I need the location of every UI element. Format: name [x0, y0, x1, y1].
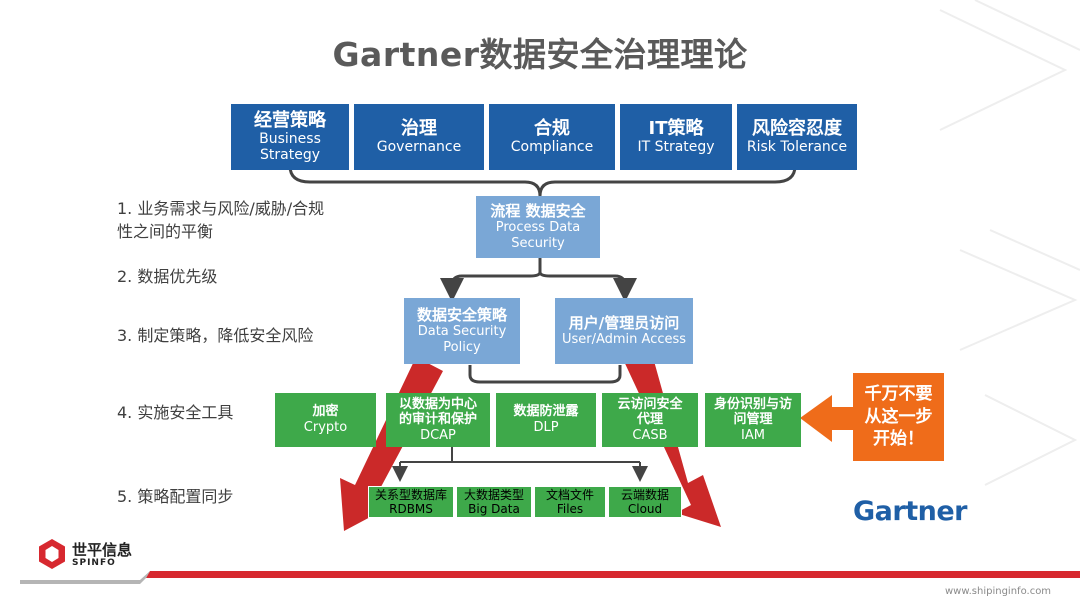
- tool-zh: 加密: [312, 404, 339, 420]
- access-zh: 用户/管理员访问: [568, 314, 680, 333]
- step-5: 5. 策略配置同步: [117, 487, 234, 506]
- step-4: 4. 实施安全工具: [117, 403, 234, 422]
- driver-zh: 合规: [534, 117, 570, 139]
- driver-en: Risk Tolerance: [746, 139, 848, 156]
- tool-en: IAM: [741, 427, 765, 443]
- driver-compliance: 合规 Compliance: [489, 104, 615, 170]
- store-zh: 云端数据: [620, 487, 669, 502]
- company-url: www.shipinginfo.com: [945, 586, 1052, 597]
- driver-risk-tolerance: 风险容忍度 Risk Tolerance: [737, 104, 857, 170]
- tool-iam: 身份识别与访问管理 IAM: [705, 393, 801, 447]
- tool-en: DCAP: [420, 427, 456, 443]
- driver-zh: 治理: [401, 117, 437, 139]
- policy-zh: 数据安全策略: [416, 306, 507, 325]
- store-cloud: 云端数据 Cloud: [608, 486, 682, 518]
- page-title: Gartner数据安全治理理论: [332, 35, 748, 74]
- tool-en: DLP: [533, 420, 559, 435]
- warning-text: 千万不要从这一步开始！: [864, 383, 933, 450]
- tool-dcap: 以数据为中心的审计和保护 DCAP: [386, 393, 490, 447]
- driver-en: IT Strategy: [637, 139, 715, 156]
- access-en: User/Admin Access: [561, 332, 687, 348]
- gartner-logo: Gartner: [853, 496, 967, 527]
- driver-it-strategy: IT策略 IT Strategy: [620, 104, 732, 170]
- company-name: 世平信息: [72, 541, 133, 559]
- driver-zh: 风险容忍度: [752, 117, 842, 139]
- process-data-security-box: 流程 数据安全 Process Data Security: [476, 196, 600, 258]
- user-admin-access-box: 用户/管理员访问 User/Admin Access: [555, 298, 693, 364]
- company-en: SPINFO: [72, 558, 116, 568]
- store-zh: 文档文件: [545, 487, 594, 502]
- tool-en: CASB: [632, 427, 668, 443]
- store-en: Files: [556, 502, 584, 516]
- driver-business-strategy: 经营策略 Business Strategy: [231, 104, 349, 170]
- tool-zh: 云访问安全代理: [617, 396, 683, 428]
- tool-zh: 身份识别与访问管理: [713, 396, 792, 428]
- tool-casb: 云访问安全代理 CASB: [602, 393, 698, 447]
- step-2: 2. 数据优先级: [117, 267, 218, 286]
- store-zh: 关系型数据库: [374, 487, 447, 502]
- store-en: RDBMS: [389, 502, 433, 516]
- spinfo-logo-icon: [39, 539, 65, 569]
- store-en: Big Data: [468, 502, 520, 516]
- policy-en: Data Security Policy: [417, 324, 507, 355]
- store-zh: 大数据类型: [463, 487, 524, 502]
- store-rdbms: 关系型数据库 RDBMS: [368, 486, 454, 518]
- store-files: 文档文件 Files: [534, 486, 606, 518]
- tool-zh: 数据防泄露: [513, 404, 579, 420]
- tool-zh: 以数据为中心的审计和保护: [398, 396, 477, 428]
- tool-crypto: 加密 Crypto: [275, 393, 376, 447]
- tool-dlp: 数据防泄露 DLP: [496, 393, 596, 447]
- driver-en: Business Strategy: [259, 131, 321, 164]
- step-1: 1. 业务需求与风险/威胁/合规性之间的平衡: [117, 199, 325, 242]
- process-zh: 流程 数据安全: [490, 202, 586, 221]
- driver-en: Governance: [376, 139, 462, 156]
- store-en: Cloud: [627, 502, 663, 516]
- driver-en: Compliance: [510, 139, 594, 156]
- data-security-policy-box: 数据安全策略 Data Security Policy: [404, 298, 520, 364]
- driver-governance: 治理 Governance: [354, 104, 484, 170]
- driver-zh: 经营策略: [254, 109, 326, 131]
- step-3: 3. 制定策略，降低安全风险: [117, 326, 314, 345]
- warning-arrow: [800, 395, 856, 442]
- tool-en: Crypto: [303, 420, 348, 435]
- store-big-data: 大数据类型 Big Data: [456, 486, 532, 518]
- bottom-band: [20, 571, 1080, 584]
- driver-zh: IT策略: [648, 117, 704, 139]
- process-en: Process Data Security: [495, 220, 581, 251]
- warning-box: 千万不要从这一步开始！: [853, 373, 944, 461]
